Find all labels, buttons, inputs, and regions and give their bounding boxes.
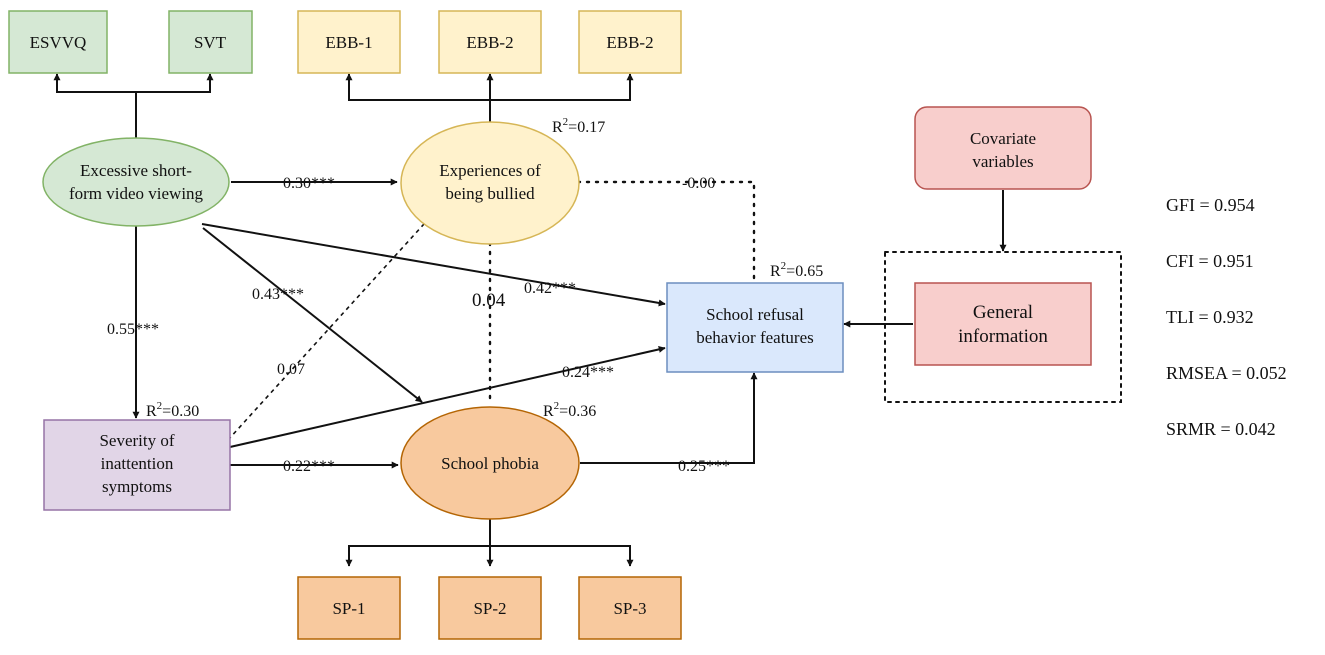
indicator-sp-1: SP-1 [297, 576, 401, 640]
observed-label-line-2: behavior features [696, 328, 814, 347]
observed-label-line-1: Covariate [970, 129, 1036, 148]
observed-inattention: Severity of inattention symptoms [43, 419, 231, 511]
indicator-box [438, 10, 542, 74]
observed-school-refusal: School refusal behavior features [666, 282, 844, 373]
indicator-label: EBB-2 [606, 33, 653, 52]
arrow-video-to-svt [136, 73, 214, 93]
indicator-ebb-1: EBB-1 [297, 10, 401, 74]
coef-inattention-phobia: 0.22*** [283, 458, 335, 475]
path-phobia-to-refusal [580, 372, 758, 464]
latent-label-line-1: Experiences of [439, 161, 541, 180]
indicator-box [297, 10, 401, 74]
indicator-label: SP-1 [332, 599, 365, 618]
indicator-sp-3: SP-3 [578, 576, 682, 640]
indicator-box [438, 576, 542, 640]
r2-inattention: R2=0.30 [146, 400, 199, 420]
latent-ellipse [400, 406, 580, 520]
indicator-box [297, 576, 401, 640]
indicator-sp-2: SP-2 [438, 576, 542, 640]
observed-label-line-1: General [973, 302, 1033, 323]
fit-srmr: SRMR = 0.042 [1166, 419, 1276, 439]
coef-video-refusal: 0.42*** [524, 280, 576, 297]
fit-cfi: CFI = 0.951 [1166, 251, 1254, 271]
coef-bullied-refusal: -0.00 [682, 175, 715, 192]
indicator-box [578, 10, 682, 74]
path-video-to-refusal [201, 223, 666, 307]
arrow-bullied-to-ebb2b [490, 73, 634, 101]
observed-label-line-2: inattention [101, 454, 174, 473]
indicator-label: ESVVQ [30, 33, 87, 52]
fit-tli: TLI = 0.932 [1166, 307, 1254, 327]
latent-being-bullied: Experiences of being bullied [400, 121, 580, 245]
coef-bullied-phobia: 0.04 [472, 290, 506, 311]
latent-school-phobia: School phobia [400, 406, 580, 520]
observed-label-line-2: information [958, 326, 1048, 347]
latent-video-viewing: Excessive short- form video viewing [42, 137, 230, 227]
fit-gfi: GFI = 0.954 [1166, 195, 1255, 215]
fit-rmsea: RMSEA = 0.052 [1166, 363, 1287, 383]
latent-label-line-2: being bullied [445, 184, 535, 203]
observed-box [914, 106, 1092, 190]
r2-refusal: R2=0.65 [770, 260, 823, 280]
indicator-ebb-2a: EBB-2 [438, 10, 542, 74]
indicator-box [8, 10, 108, 74]
indicator-box [168, 10, 253, 74]
latent-label-line-1: Excessive short- [80, 161, 192, 180]
indicator-label: SVT [194, 33, 227, 52]
observed-label-line-1: School refusal [706, 305, 804, 324]
path-inattention-to-bullied [227, 223, 425, 441]
coef-video-phobia: 0.43*** [252, 286, 304, 303]
arrow-phobia-to-sp3 [490, 545, 634, 567]
latent-ellipse [400, 121, 580, 245]
r2-bullied: R2=0.17 [552, 116, 605, 136]
arrow-bullied-to-ebb1 [345, 73, 490, 101]
arrow-phobia-to-sp1 [345, 545, 490, 567]
coef-inattention-bullied: 0.07 [277, 361, 305, 378]
indicator-box [578, 576, 682, 640]
indicator-label: EBB-1 [325, 33, 372, 52]
indicator-esvvq: ESVVQ [8, 10, 108, 74]
indicator-label: EBB-2 [466, 33, 513, 52]
indicator-svt: SVT [168, 10, 253, 74]
observed-label-line-1: Severity of [99, 431, 174, 450]
observed-covariate: Covariate variables [914, 106, 1092, 190]
observed-box [43, 419, 231, 511]
path-video-to-phobia [202, 227, 423, 403]
latent-ellipse [42, 137, 230, 227]
path-bullied-to-refusal [576, 180, 756, 284]
observed-box [666, 282, 844, 373]
observed-box [914, 282, 1092, 366]
observed-label-line-2: variables [972, 152, 1033, 171]
indicator-label: SP-2 [473, 599, 506, 618]
indicator-label: SP-3 [613, 599, 646, 618]
observed-general-info: General information [914, 282, 1092, 366]
coef-phobia-refusal: 0.25*** [678, 458, 730, 475]
r2-phobia: R2=0.36 [543, 400, 596, 420]
coef-video-inattention: 0.55*** [107, 321, 159, 338]
path-inattention-to-refusal [229, 345, 666, 448]
covariate-group-box [884, 251, 1122, 403]
latent-label-line-2: form video viewing [69, 184, 204, 203]
arrow-video-to-esvvq [53, 73, 137, 140]
coef-video-bullied: 0.30*** [283, 175, 335, 192]
coef-inattention-refusal: 0.24*** [562, 364, 614, 381]
observed-label-line-3: symptoms [102, 477, 172, 496]
fit-indices: GFI = 0.954 CFI = 0.951 TLI = 0.932 RMSE… [1166, 195, 1287, 439]
indicator-ebb-2b: EBB-2 [578, 10, 682, 74]
latent-label: School phobia [441, 454, 539, 473]
connectors [53, 73, 1122, 567]
